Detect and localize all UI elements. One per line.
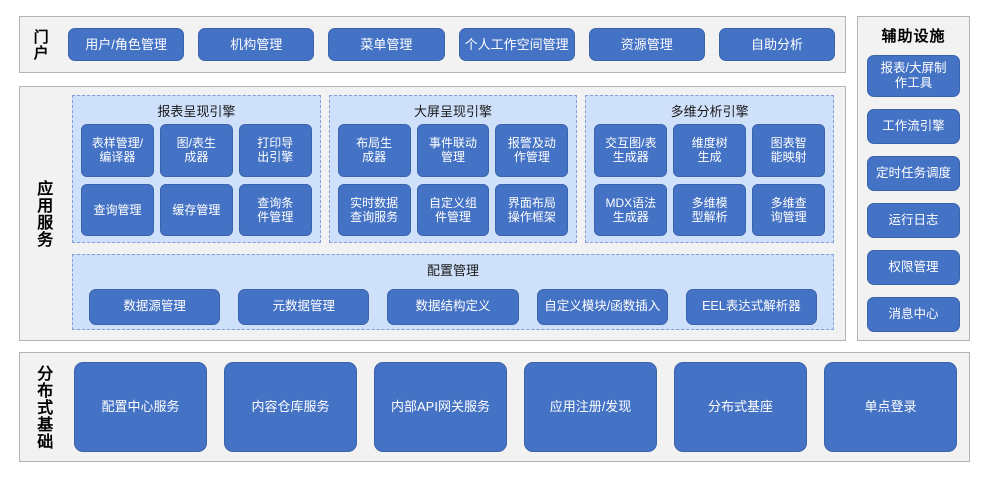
engine-panel-dashboard: 大屏呈现引擎 布局生 成器 事件联动 管理 报警及动 作管理 实时数据 查询服务… [328, 95, 578, 244]
engine-panel-dashboard-title: 大屏呈现引擎 [414, 104, 493, 119]
engine-dashboard-item-ui-layout-framework[interactable]: 界面布局 操作框架 [495, 183, 569, 236]
distributed-base-section-label: 分布式基础 [34, 364, 52, 450]
config-item-data-structure-definition[interactable]: 数据结构定义 [387, 288, 519, 325]
engine-panel-report: 报表呈现引擎 表样管理/ 编译器 图/表生 成器 打印导 出引擎 查询管理 缓存… [72, 95, 321, 243]
engines-row: 报表呈现引擎 表样管理/ 编译器 图/表生 成器 打印导 出引擎 查询管理 缓存… [72, 95, 835, 244]
engine-report-item-cache-management[interactable]: 缓存管理 [159, 183, 233, 236]
engine-panel-olap: 多维分析引擎 交互图/表 生成器 维度树 生成 图表智 能映射 MDX语法 生成… [585, 95, 835, 244]
engine-olap-item-mdx-generator[interactable]: MDX语法 生成器 [594, 183, 668, 236]
aux-item-scheduled-task[interactable]: 定时任务调度 [867, 156, 960, 191]
application-services-body: 报表呈现引擎 表样管理/ 编译器 图/表生 成器 打印导 出引擎 查询管理 缓存… [72, 95, 835, 332]
engine-report-item-print-export-engine[interactable]: 打印导 出引擎 [238, 124, 312, 177]
aux-facilities-list: 报表/大屏制 作工具 工作流引擎 定时任务调度 运行日志 权限管理 消息中心 [867, 55, 960, 332]
portal-button-resource[interactable]: 资源管理 [588, 28, 705, 61]
distributed-base-section: 分布式基础 配置中心服务 内容仓库服务 内部API网关服务 应用注册/发现 分布… [19, 352, 970, 462]
engine-panel-report-grid: 表样管理/ 编译器 图/表生 成器 打印导 出引擎 查询管理 缓存管理 查询条 … [73, 124, 320, 244]
application-services-section: 应用服务 报表呈现引擎 表样管理/ 编译器 图/表生 成器 打印导 出引擎 查询… [19, 86, 846, 341]
engine-dashboard-item-event-linkage[interactable]: 事件联动 管理 [416, 124, 490, 177]
aux-item-message-center[interactable]: 消息中心 [867, 297, 960, 332]
distributed-base-row: 配置中心服务 内容仓库服务 内部API网关服务 应用注册/发现 分布式基座 单点… [74, 362, 957, 452]
portal-button-row: 用户/角色管理 机构管理 菜单管理 个人工作空间管理 资源管理 自助分析 [68, 17, 836, 72]
engine-olap-item-multidim-model-parse[interactable]: 多维模 型解析 [673, 183, 747, 236]
aux-item-report-dashboard-authoring-tool[interactable]: 报表/大屏制 作工具 [867, 55, 960, 97]
config-management-panel: 配置管理 数据源管理 元数据管理 数据结构定义 自定义模块/函数插入 EEL表达… [72, 254, 834, 330]
engine-olap-item-dimension-tree[interactable]: 维度树 生成 [673, 124, 747, 177]
portal-button-workspace[interactable]: 个人工作空间管理 [458, 28, 575, 61]
base-item-config-center-service[interactable]: 配置中心服务 [74, 362, 207, 452]
engine-panel-olap-title: 多维分析引擎 [670, 104, 749, 119]
portal-button-self-service-analysis[interactable]: 自助分析 [718, 28, 836, 61]
aux-item-permission-management[interactable]: 权限管理 [867, 250, 960, 285]
portal-button-org[interactable]: 机构管理 [198, 28, 315, 61]
base-item-single-sign-on[interactable]: 单点登录 [824, 362, 957, 452]
engine-report-item-query-management[interactable]: 查询管理 [81, 183, 154, 236]
engine-dashboard-item-realtime-query-service[interactable]: 实时数据 查询服务 [337, 183, 411, 236]
engine-panel-olap-grid: 交互图/表 生成器 维度树 生成 图表智 能映射 MDX语法 生成器 多维模 型… [586, 124, 833, 244]
engine-report-item-query-condition-management[interactable]: 查询条 件管理 [238, 183, 312, 236]
portal-section-label: 门户 [31, 28, 49, 61]
engine-olap-item-multidim-query-management[interactable]: 多维查 询管理 [752, 183, 826, 236]
config-management-title: 配置管理 [426, 263, 479, 278]
aux-item-runtime-log[interactable]: 运行日志 [867, 203, 960, 238]
base-item-app-registry-discovery[interactable]: 应用注册/发现 [524, 362, 657, 452]
engine-report-item-chart-table-generator[interactable]: 图/表生 成器 [159, 124, 233, 177]
portal-button-menu[interactable]: 菜单管理 [328, 28, 445, 61]
config-item-eel-expression-parser[interactable]: EEL表达式解析器 [685, 288, 818, 325]
engine-dashboard-item-layout-generator[interactable]: 布局生 成器 [337, 124, 411, 177]
config-item-metadata-management[interactable]: 元数据管理 [238, 288, 370, 325]
aux-facilities-section: 辅助设施 报表/大屏制 作工具 工作流引擎 定时任务调度 运行日志 权限管理 消… [857, 16, 970, 341]
engine-report-item-template-editor[interactable]: 表样管理/ 编译器 [81, 124, 154, 177]
portal-button-user-role[interactable]: 用户/角色管理 [68, 28, 185, 61]
engine-panel-report-title: 报表呈现引擎 [157, 104, 236, 119]
aux-item-workflow-engine[interactable]: 工作流引擎 [867, 109, 960, 144]
engine-olap-item-chart-smart-mapping[interactable]: 图表智 能映射 [752, 124, 826, 177]
application-services-section-label: 应用服务 [34, 179, 52, 248]
config-item-datasource-management[interactable]: 数据源管理 [89, 288, 221, 325]
aux-facilities-title: 辅助设施 [881, 28, 946, 45]
base-item-content-repository-service[interactable]: 内容仓库服务 [224, 362, 357, 452]
base-item-internal-api-gateway-service[interactable]: 内部API网关服务 [374, 362, 507, 452]
portal-section: 门户 用户/角色管理 机构管理 菜单管理 个人工作空间管理 资源管理 自助分析 [19, 16, 846, 73]
engine-olap-item-interactive-chart-generator[interactable]: 交互图/表 生成器 [594, 124, 668, 177]
engine-panel-dashboard-grid: 布局生 成器 事件联动 管理 报警及动 作管理 实时数据 查询服务 自定义组 件… [330, 124, 577, 244]
engine-dashboard-item-custom-component[interactable]: 自定义组 件管理 [416, 183, 490, 236]
base-item-distributed-foundation[interactable]: 分布式基座 [674, 362, 807, 452]
config-item-custom-module-function[interactable]: 自定义模块/函数插入 [536, 288, 668, 325]
engine-dashboard-item-alarm-action[interactable]: 报警及动 作管理 [495, 124, 569, 177]
config-management-row: 数据源管理 元数据管理 数据结构定义 自定义模块/函数插入 EEL表达式解析器 [73, 283, 833, 330]
